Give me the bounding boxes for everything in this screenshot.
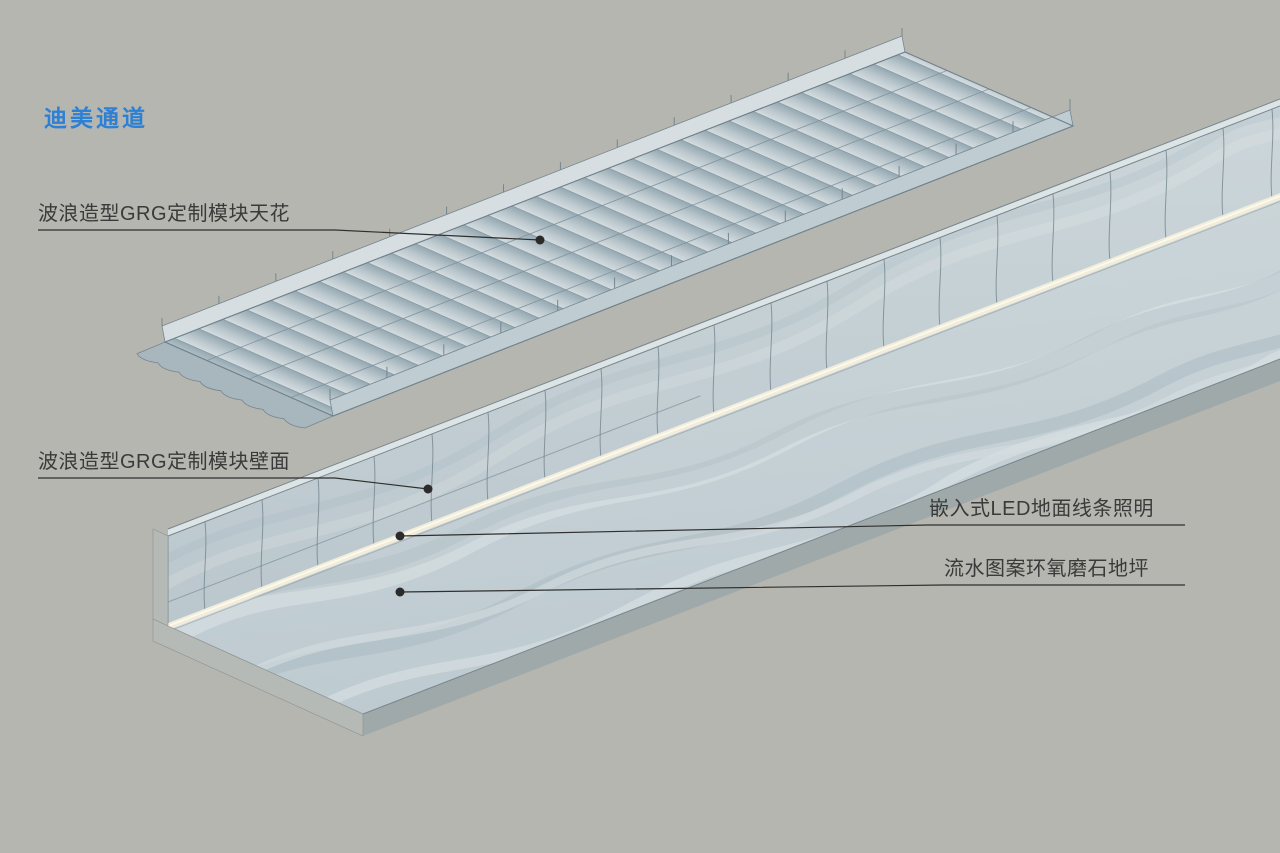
leader-wall [38, 477, 429, 490]
ceiling-panel [136, 28, 1075, 429]
label-floor: 流水图案环氧磨石地坪 [944, 558, 1149, 580]
wall-panel-joints [203, 108, 1274, 613]
leader-lines [38, 229, 1185, 593]
label-led: 嵌入式LED地面线条照明 [929, 498, 1154, 520]
dot-ceiling [535, 235, 545, 245]
label-ceiling: 波浪造型GRG定制模块天花 [38, 203, 291, 225]
label-wall: 波浪造型GRG定制模块壁面 [38, 451, 291, 473]
section-cut-faces [152, 528, 364, 737]
leader-ceiling [38, 229, 541, 241]
callout-dots [395, 235, 545, 597]
floor-slab [167, 196, 1280, 736]
leader-led [399, 524, 1185, 537]
dot-led [395, 531, 405, 541]
page-title: 迪美通道 [44, 105, 148, 131]
leader-floor [399, 584, 1185, 593]
dot-wall [423, 484, 433, 494]
ceiling-module-joints [206, 70, 1032, 398]
dot-floor [395, 587, 405, 597]
ceiling-end-wave-profile [136, 341, 335, 429]
wall-panel [167, 98, 1280, 626]
led-floor-line [167, 193, 1280, 632]
